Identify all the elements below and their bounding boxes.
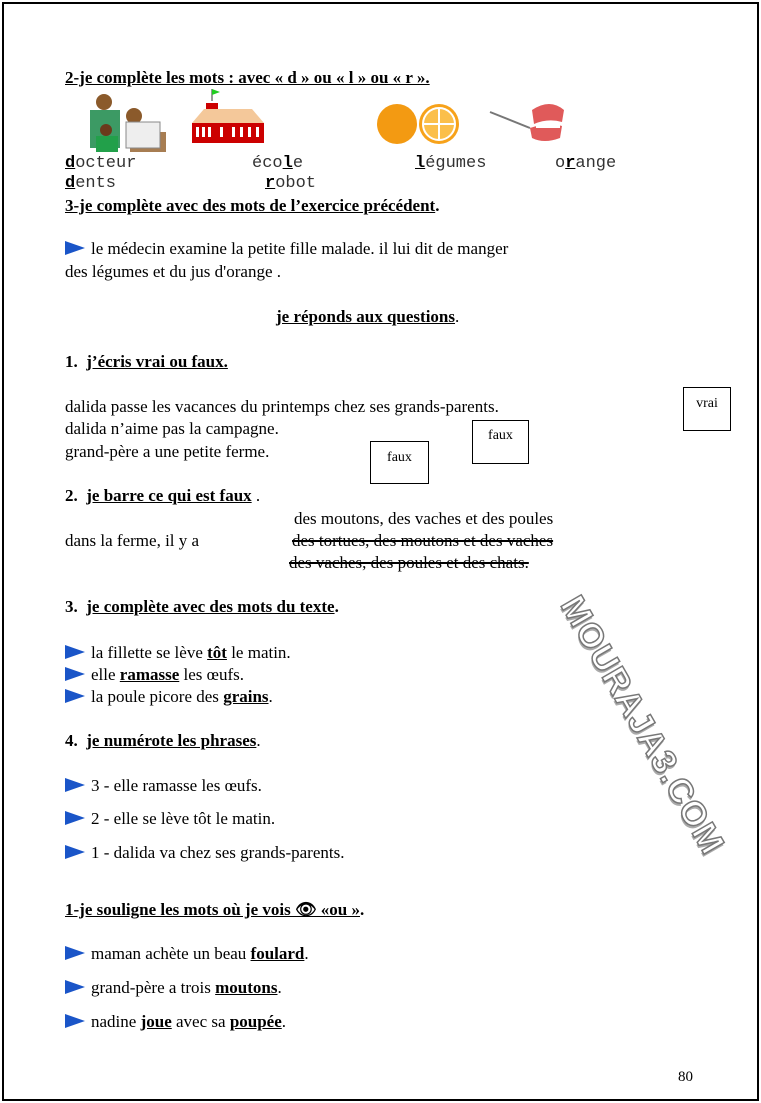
teeth-image xyxy=(489,104,564,141)
q1-line-2: dalida n’aime pas la campagne. xyxy=(65,419,279,438)
q3-item: la poule picore des grains. xyxy=(65,687,273,707)
doctor-image xyxy=(90,94,166,152)
answer-box-3: faux xyxy=(370,441,429,484)
word-docteur: docteur xyxy=(65,154,137,173)
ex1-item: nadine joue avec sa poupée. xyxy=(65,1012,286,1032)
arrow-bullet-icon xyxy=(65,778,85,792)
ex3-title: 3-je complète avec des mots de l’exercic… xyxy=(65,196,440,215)
arrow-bullet-icon xyxy=(65,980,85,994)
q4-item: 3 - elle ramasse les œufs. xyxy=(65,776,262,796)
q4-title: 4. je numérote les phrases. xyxy=(65,731,261,750)
q2-option-1: des moutons, des vaches et des poules xyxy=(294,509,554,528)
answer-box-2: faux xyxy=(472,420,529,464)
word-legumes: légumes xyxy=(415,154,487,173)
word-robot: robot xyxy=(265,174,317,193)
arrow-bullet-icon xyxy=(65,689,85,703)
q3-item: la fillette se lève tôt le matin. xyxy=(65,643,291,663)
arrow-bullet-icon xyxy=(65,241,85,255)
q1-title: 1. j’écris vrai ou faux. xyxy=(65,352,228,371)
arrow-bullet-icon xyxy=(65,845,85,859)
word-orange: orange xyxy=(555,154,617,173)
q2-stem: dans la ferme, il y a xyxy=(65,531,200,550)
q4-item: 1 - dalida va chez ses grands-parents. xyxy=(65,843,344,863)
q2-title: 2. je barre ce qui est faux . xyxy=(65,486,261,505)
word-dents: dents xyxy=(65,174,117,193)
arrow-bullet-icon xyxy=(65,645,85,659)
arrow-bullet-icon xyxy=(65,1014,85,1028)
q1-line-1: dalida passe les vacances du printemps c… xyxy=(65,397,499,416)
arrow-bullet-icon xyxy=(65,811,85,825)
page-number: 80 xyxy=(678,1069,693,1085)
q1-line-3: grand-père a une petite ferme. xyxy=(65,442,270,461)
ex3-line2: des légumes et du jus d'orange . xyxy=(65,262,281,281)
arrow-bullet-icon xyxy=(65,946,85,960)
q3-title: 3. je complète avec des mots du texte. xyxy=(65,597,339,616)
word-ecole: école xyxy=(252,154,304,173)
ex3-line1: le médecin examine la petite fille malad… xyxy=(65,239,508,259)
ex2-title: 2-je complète les mots : avec « d » ou «… xyxy=(65,68,430,87)
q2-option-2: des tortues, des moutons et des vaches xyxy=(292,531,554,550)
ex1-title: 1-je souligne les mots où je vois 👁 «ou … xyxy=(65,900,365,919)
orange-image xyxy=(377,104,459,144)
q3-item: elle ramasse les œufs. xyxy=(65,665,244,685)
ex1-item: grand-père a trois moutons. xyxy=(65,978,282,998)
questions-title: je réponds aux questions. xyxy=(276,307,460,326)
q4-item: 2 - elle se lève tôt le matin. xyxy=(65,809,275,829)
school-image xyxy=(192,89,264,143)
answer-box-1: vrai xyxy=(683,387,731,431)
q2-option-3: des vaches, des poules et des chats. xyxy=(289,553,529,572)
ex1-item: maman achète un beau foulard. xyxy=(65,944,309,964)
arrow-bullet-icon xyxy=(65,667,85,681)
